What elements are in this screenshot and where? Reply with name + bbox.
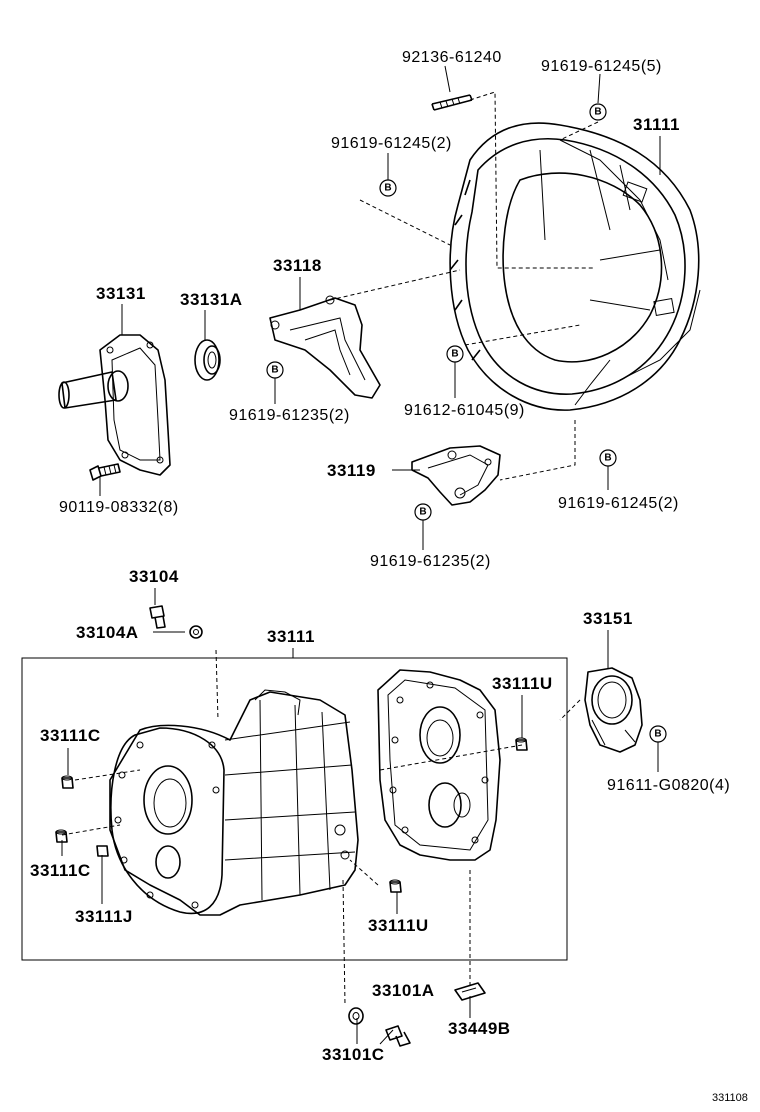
bolt-marker-91619-61245-2-lower: B [599, 449, 617, 467]
leader-drain-dash [342, 879, 346, 1006]
leader-stud [469, 91, 595, 269]
label-33101C: 33101C [322, 1045, 385, 1064]
label-31111: 31111 [633, 115, 680, 134]
bolt-90119-08332 [89, 463, 121, 481]
leader-91619-5-dash [559, 121, 599, 141]
extension-housing-33131 [58, 334, 171, 476]
leader-33101A [379, 1029, 394, 1045]
svg-text:B: B [654, 729, 661, 740]
leader-91619-5 [597, 73, 601, 104]
bolt-marker-91619-61235-lower: B [414, 503, 432, 521]
label-33131A: 33131A [180, 290, 243, 309]
label-33101A: 33101A [372, 981, 435, 1000]
leader-91619-upper-dash [359, 199, 451, 246]
transmission-case-group-box [21, 657, 568, 961]
bellhousing-31111 [449, 122, 701, 411]
label-33151: 33151 [583, 609, 633, 628]
bolt-marker-91611-G0820: B [649, 725, 667, 743]
bolt-marker-91619-61235-upper: B [266, 361, 284, 379]
label-33104: 33104 [129, 567, 179, 586]
label-33111U-upper: 33111U [492, 674, 553, 693]
label-91619-61245-5: 91619-61245(5) [541, 58, 662, 75]
label-91619-61235-2-lower: 91619-61235(2) [370, 553, 491, 570]
label-33111C-upper: 33111C [40, 726, 101, 745]
gasket-33101C [348, 1007, 364, 1025]
svg-text:B: B [271, 365, 278, 376]
figure-code: 331108 [712, 1092, 748, 1104]
bolt-marker-91612-61045: B [446, 345, 464, 363]
transmission-case [109, 689, 359, 916]
leader-33111U-lower-dash [349, 859, 379, 886]
dowel-pin-33111U-upper [515, 737, 528, 751]
adapter-plate [377, 669, 501, 861]
label-92136-61240: 92136-61240 [402, 49, 502, 66]
label-33104A: 33104A [76, 623, 139, 642]
label-33449B: 33449B [448, 1019, 511, 1038]
label-91612-61045-9: 91612-61045(9) [404, 402, 525, 419]
dowel-pin-33111C-upper [61, 775, 74, 789]
bracket-33118 [269, 295, 381, 399]
gasket-33104A [189, 625, 203, 639]
leader-33104-dash [215, 649, 219, 721]
bracket-33119 [411, 445, 501, 506]
clip-33449B [454, 982, 486, 1001]
dowel-pin-33111C-lower [55, 829, 68, 843]
plug-33104 [149, 605, 166, 629]
cover-33151 [584, 667, 643, 753]
label-91611-G0820-4: 91611-G0820(4) [607, 777, 730, 794]
leader-33118-dash [329, 269, 461, 301]
label-33119: 33119 [327, 461, 376, 480]
stud-92136-61240 [431, 94, 473, 111]
label-91619-61245-2-upper: 91619-61245(2) [331, 135, 452, 152]
label-33111: 33111 [267, 627, 315, 646]
oil-seal-33131A [194, 339, 221, 381]
label-33111U-lower: 33111U [368, 916, 429, 935]
label-33111J: 33111J [75, 907, 133, 926]
label-33111C-lower: 33111C [30, 861, 91, 880]
leader-33119-dash [499, 420, 576, 481]
leader-33111C-upper-dash [74, 769, 141, 781]
svg-text:B: B [419, 507, 426, 518]
bolt-marker-91619-61245-2-upper: B [379, 179, 397, 197]
svg-text:B: B [451, 349, 458, 360]
dowel-pin-33111U-lower [389, 879, 402, 893]
svg-text:B: B [594, 107, 601, 118]
leader-33151-dash [559, 699, 581, 721]
leader-92136 [444, 65, 451, 93]
label-90119-08332-8: 90119-08332(8) [59, 499, 179, 516]
drain-plug-33101A [385, 1025, 411, 1047]
bolt-marker-91619-61245-5: B [589, 103, 607, 121]
svg-text:B: B [604, 453, 611, 464]
svg-text:B: B [384, 183, 391, 194]
label-33118: 33118 [273, 256, 322, 275]
pin-33111J [96, 845, 109, 857]
label-33131: 33131 [96, 284, 146, 303]
label-91619-61245-2-lower: 91619-61245(2) [558, 495, 679, 512]
label-91619-61235-2-upper: 91619-61235(2) [229, 407, 350, 424]
